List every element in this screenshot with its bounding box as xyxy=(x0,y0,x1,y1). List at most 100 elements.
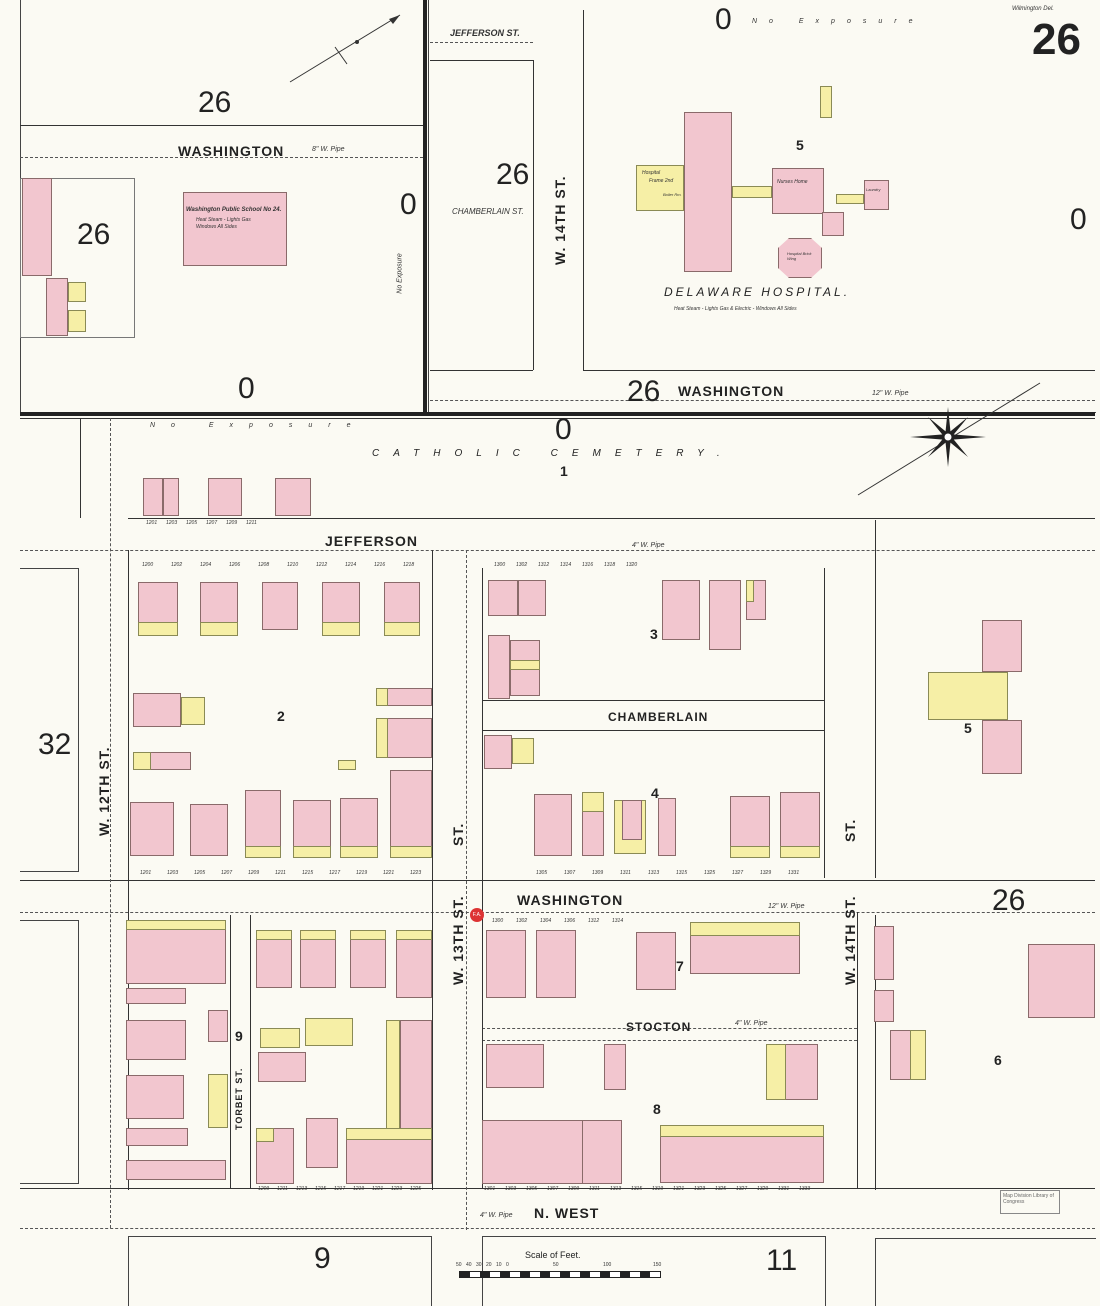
house-number: 1333 xyxy=(799,1186,811,1192)
street-label-w13: W. 13TH ST. xyxy=(450,895,466,985)
house-number: 1208 xyxy=(258,562,270,568)
hospital-note: Heat Steam - Lights Gas & Electric - Win… xyxy=(674,306,797,312)
frame-building xyxy=(582,792,604,812)
frame-building xyxy=(510,660,540,670)
pipe-label: 12" W. Pipe xyxy=(872,390,909,397)
hospital-central-wing xyxy=(684,112,732,272)
cemetery-label: CATHOLIC CEMETERY. xyxy=(372,448,734,459)
frame-building xyxy=(256,1128,274,1142)
street-edge xyxy=(583,10,584,370)
house-number: 1215 xyxy=(302,870,314,876)
street-edge xyxy=(128,550,129,1190)
inset-divider xyxy=(20,412,1095,416)
street-edge xyxy=(250,915,251,1188)
street-edge xyxy=(857,912,858,1188)
house-number: 1315 xyxy=(631,1186,643,1192)
frame-building xyxy=(350,930,386,940)
house-number: 1201 xyxy=(146,520,158,526)
house-number: 1219 xyxy=(353,1186,365,1192)
house-number: 1309 xyxy=(568,1186,580,1192)
house-number: 1312 xyxy=(588,918,600,924)
scale-title: Scale of Feet. xyxy=(525,1250,581,1260)
street-edge xyxy=(128,518,1095,519)
frame-building xyxy=(322,622,360,636)
adjacent-sheet-number: 11 xyxy=(766,1244,798,1277)
house-number: 1314 xyxy=(560,562,572,568)
house-number: 1207 xyxy=(206,520,218,526)
frame-building xyxy=(293,846,331,858)
house-number: 1203 xyxy=(167,870,179,876)
street-label-washington: WASHINGTON xyxy=(678,383,785,399)
school-note: Heat Steam - Lights Gas xyxy=(196,217,251,223)
brick-building xyxy=(262,582,298,630)
street-edge xyxy=(20,1188,1095,1189)
brick-building xyxy=(126,1128,188,1146)
street-label-w14: W. 14TH ST. xyxy=(552,175,568,265)
frame-building xyxy=(376,688,388,706)
scale-tick-label: 50 xyxy=(553,1262,559,1268)
house-number: 1306 xyxy=(564,918,576,924)
house-number: 1321 xyxy=(673,1186,685,1192)
block-label: 0 xyxy=(400,188,417,221)
street-edge xyxy=(432,550,433,1190)
street-edge xyxy=(482,730,824,731)
building xyxy=(822,212,844,236)
brick-building xyxy=(130,802,174,856)
brick-building xyxy=(488,580,518,616)
house-number: 1214 xyxy=(345,562,357,568)
house-number: 1300 xyxy=(494,562,506,568)
street-label-w14: W. 14TH ST. xyxy=(842,895,858,985)
brick-building xyxy=(390,770,432,856)
adjacent-sheet-area xyxy=(875,1238,1096,1306)
street-label-w14-upper: ST. xyxy=(842,818,858,842)
school-note: Windows All Sides xyxy=(196,224,237,230)
brick-building xyxy=(484,735,512,769)
street-label-washington: WASHINGTON xyxy=(517,892,624,908)
frame-building xyxy=(910,1030,926,1080)
inset-right-frame xyxy=(428,0,1096,413)
block-number: 1 xyxy=(560,463,568,479)
house-number: 1301 xyxy=(484,1186,496,1192)
house-number: 1216 xyxy=(374,562,386,568)
block-label: 26 xyxy=(496,158,530,191)
brick-building xyxy=(126,1020,186,1060)
house-number: 1303 xyxy=(505,1186,517,1192)
brick-building xyxy=(258,1052,306,1082)
no-exposure-note: No Exposure xyxy=(150,422,367,429)
house-number: 1302 xyxy=(516,918,528,924)
street-edge xyxy=(20,157,423,158)
house-number: 1325 xyxy=(715,1186,727,1192)
block-number: 4 xyxy=(651,785,659,801)
street-edge xyxy=(466,550,467,1230)
brick-building xyxy=(582,1120,622,1184)
block-number: 5 xyxy=(796,137,804,153)
adjacent-sheet-number: 26 xyxy=(992,884,1026,917)
pipe-label: 8" W. Pipe xyxy=(312,146,345,153)
brick-building xyxy=(486,1044,544,1088)
house-number: 1319 xyxy=(652,1186,664,1192)
school-building: Washington Public School No 24. Heat Ste… xyxy=(183,192,287,266)
scale-tick-label: 40 xyxy=(466,1262,472,1268)
house-number: 1327 xyxy=(732,870,744,876)
block-label: 26 xyxy=(77,218,111,251)
street-edge xyxy=(20,125,423,126)
house-number: 1209 xyxy=(248,870,260,876)
scale-tick-label: 30 xyxy=(476,1262,482,1268)
frame-building xyxy=(376,718,388,758)
building-label: Frame 2nd xyxy=(649,178,674,184)
frame-building xyxy=(346,1128,432,1140)
house-number: 1221 xyxy=(383,870,395,876)
block-label: 0 xyxy=(555,413,572,446)
lot xyxy=(20,178,135,338)
building xyxy=(68,310,86,332)
house-number: 1318 xyxy=(604,562,616,568)
brick-building xyxy=(536,930,576,998)
laundry: Laundry xyxy=(864,180,889,210)
brick-building xyxy=(709,580,741,650)
brick-building xyxy=(874,926,894,980)
brick-building xyxy=(396,930,432,998)
building-label: Hospital xyxy=(642,170,661,176)
brick-building xyxy=(604,1044,626,1090)
house-number: 1302 xyxy=(516,562,528,568)
frame-building xyxy=(200,622,238,636)
